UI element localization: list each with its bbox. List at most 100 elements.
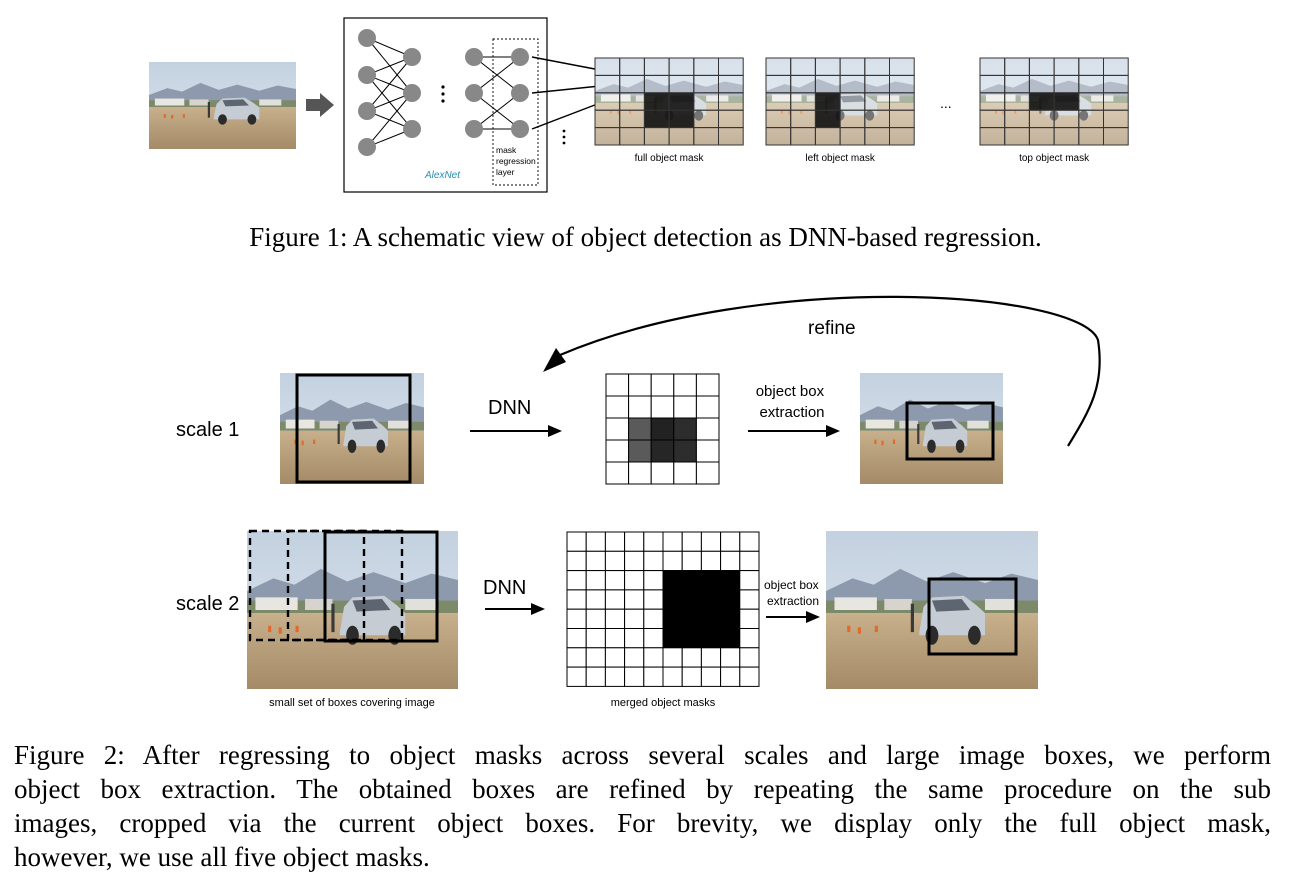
grid-cell [662,589,683,610]
grid-cell [739,570,760,591]
grid-cell [604,531,626,552]
scale-1-result-photo [860,373,1003,484]
grid-cell [624,608,645,630]
grid-cell [643,589,664,610]
mask-panel: top object mask [979,57,1129,164]
mask-dark-cell [815,110,841,128]
scale-2-boxes [248,529,439,643]
grid-cell [700,570,722,591]
grid-cell [585,666,606,687]
grid-cell [650,373,675,397]
grid-cell [643,550,664,572]
figure-2: refine scale 1 DNN object box extraction… [176,295,1101,709]
grid-cell [585,628,606,649]
mask-panel: full object mask [594,57,744,164]
grid-cell [566,570,587,591]
mask-regression-layer-label: mask regression layer [496,145,538,177]
figure-1: mask regression layer AlexNet full objec… [149,17,1129,193]
grid-cell [739,628,760,649]
mask-cell [718,127,744,146]
network-edges [366,37,521,148]
grid-cell [739,608,760,630]
grid-cell [673,461,697,485]
grid-cell [720,647,741,668]
layer-ellipsis [441,85,566,145]
grid-cell [605,461,630,485]
mask-cell [1103,127,1129,146]
grid-cell [643,628,664,649]
dnn-label-scale-1: DNN [488,397,531,419]
dnn-label-scale-2: DNN [483,577,526,599]
caption-line: however, we use all five object masks. [14,842,430,872]
grid-cell [720,531,741,552]
grid-cell [681,647,702,668]
grid-cell [624,666,645,687]
grid-cell [695,417,720,441]
grid-cell [700,531,722,552]
mask-cell [889,127,915,146]
scale-2-photo [247,531,458,689]
grid-cell [585,608,606,630]
grid-cell [650,461,675,485]
grid-cell [643,666,664,687]
grid-cell [700,589,722,610]
grid-cell [624,531,645,552]
grid-cell [662,647,683,668]
mask-dark-cell [644,110,670,128]
caption-line: Figure 2: After regressing to object mas… [14,740,1271,770]
network-nodes [358,29,529,156]
car-photo [149,62,296,149]
grid-cell [566,589,587,610]
grid-cell [585,647,606,668]
mask-ellipsis: ... [940,95,952,111]
grid-cell [673,395,697,419]
mask-dark-cell [1054,92,1079,111]
scale-1-photo [280,373,424,484]
refine-arrow [559,295,1101,447]
grid-cell [720,666,741,687]
mask-panel: left object mask [765,57,915,164]
grid-cell [628,373,652,397]
grid-cell [643,570,664,591]
grid-cell [585,570,606,591]
scale-2-result-box [927,577,1018,656]
scale-1-box [295,373,412,484]
mask-dark-cell [644,92,670,111]
grid-cell [681,666,702,687]
network-box [343,17,548,193]
mask-dark-cell [669,92,694,111]
grid-cell [662,666,683,687]
dnn-arrowhead-scale-1 [548,425,562,437]
grid-cell [695,395,720,419]
extraction-arrowhead-scale-2 [806,611,820,623]
grid-cell [700,608,722,630]
grid-cell [662,570,683,591]
network-name: AlexNet [424,170,461,181]
grid-cell [605,417,630,441]
grid-cell [739,550,760,572]
grid-cell [681,570,702,591]
grid-cell [720,608,741,630]
grid-cell [700,647,722,668]
grid-cell [662,608,683,630]
grid-cell [700,550,722,572]
grid-cell [681,550,702,572]
mask-dark-cell [669,110,694,128]
mask-dark-cell [815,92,841,111]
grid-cell [673,373,697,397]
boxes-caption: small set of boxes covering image [269,697,435,709]
grid-cell [624,550,645,572]
grid-cell [681,608,702,630]
grid-cell [604,608,626,630]
refine-arrowhead [543,348,566,372]
dnn-arrowhead-scale-2 [531,603,545,615]
grid-cell [662,628,683,649]
input-arrow [306,93,334,117]
grid-cell [604,570,626,591]
mask-label: full object mask [635,153,705,164]
figure-2-caption: Figure 2: After regressing to object mas… [14,738,1271,874]
scale-2-label: scale 2 [176,593,239,615]
mask-label: left object mask [805,153,875,164]
grid-cell [585,589,606,610]
